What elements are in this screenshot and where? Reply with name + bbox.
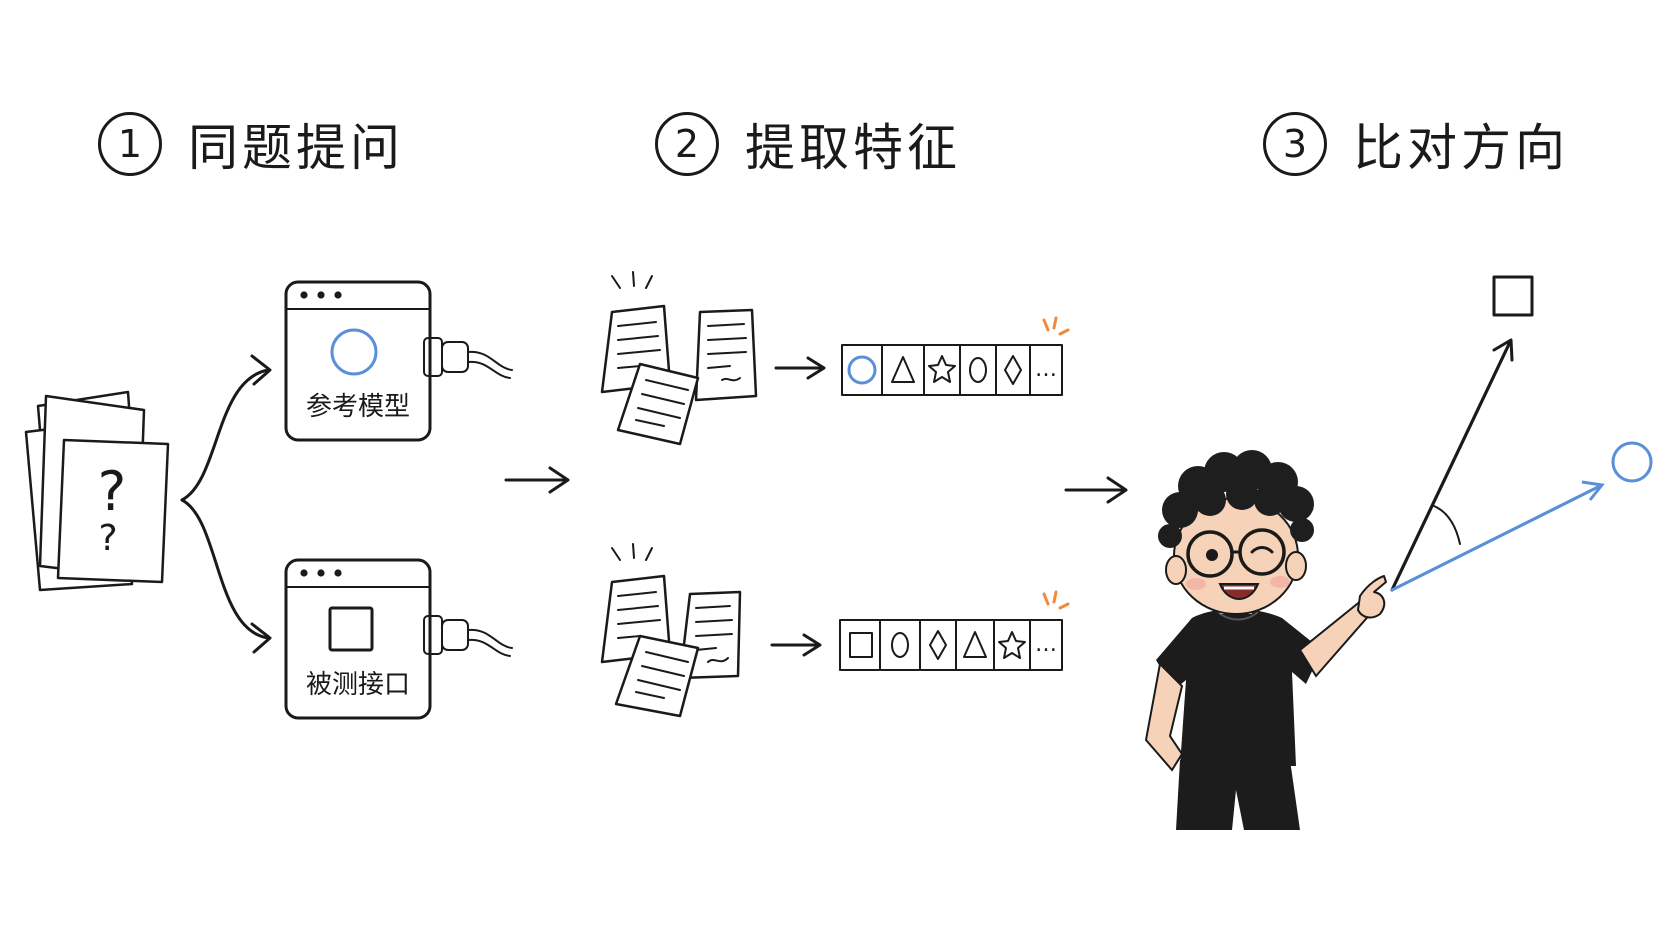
plug-icon [423,615,513,657]
square-icon [1492,275,1534,317]
window-dot [300,569,308,577]
reference-model-label: 参考模型 [306,392,410,422]
window-dot [334,291,342,299]
step-label-3: 比对方向 [1353,119,1569,177]
triangle-icon [891,356,915,383]
square-icon [328,606,374,652]
step-number-2: 2 [655,112,719,176]
plug-icon [423,337,513,379]
tested-interface-window: 被测接口 [284,558,513,720]
arrow-right-icon [774,356,826,380]
arrow-right-icon [1064,476,1128,504]
circle-icon [1611,441,1653,483]
question-papers: ? ? [24,390,170,592]
diamond-icon [1004,355,1022,385]
feature-row-bottom: … [839,590,1070,671]
spark-icon [1042,590,1070,610]
oval-icon [891,632,909,658]
window-dot [300,291,308,299]
step-title-1: 1 同题提问 [98,104,404,184]
pointing-hand [1357,575,1387,619]
vector-comparison [1390,275,1653,592]
step-label-2: 提取特征 [745,119,961,177]
ellipsis-cell: … [1035,632,1057,657]
teacher-character [1144,450,1387,830]
tested-vector [1390,340,1512,592]
step-number-3: 3 [1263,112,1327,176]
step-title-3: 3 比对方向 [1263,104,1569,184]
window-dot [334,569,342,577]
square-icon [849,632,873,658]
step-label-1: 同题提问 [188,119,404,177]
step-title-2: 2 提取特征 [655,104,961,184]
shirt [1156,609,1322,766]
step-number-1: 1 [98,112,162,176]
tested-interface-label: 被测接口 [306,670,410,700]
window-dot [317,291,325,299]
spark-icon [1042,316,1070,336]
question-mark-big: ? [98,460,127,523]
window-dot [317,569,325,577]
reference-vector [1390,484,1602,592]
shorts [1176,760,1300,830]
reference-model-window: 参考模型 [284,280,513,442]
diamond-icon [929,630,947,660]
circle-icon [330,328,378,376]
pocket-arm [1144,661,1184,772]
ellipsis-cell: … [1035,357,1057,382]
angle-arc [1433,505,1461,545]
star-icon [928,355,956,383]
branch-arrows [180,354,272,654]
curly-hair [1158,450,1314,548]
documents-top [600,271,758,446]
arrow-right-icon [504,466,570,494]
star-icon [998,631,1026,659]
circle-icon [847,355,877,385]
triangle-icon [963,631,987,658]
documents-bottom [600,543,742,718]
glasses-icon [1186,528,1286,578]
arrow-right-icon [770,633,822,657]
question-mark-small: ? [98,518,117,559]
feature-row-top: … [841,316,1070,396]
oval-icon [969,357,987,383]
